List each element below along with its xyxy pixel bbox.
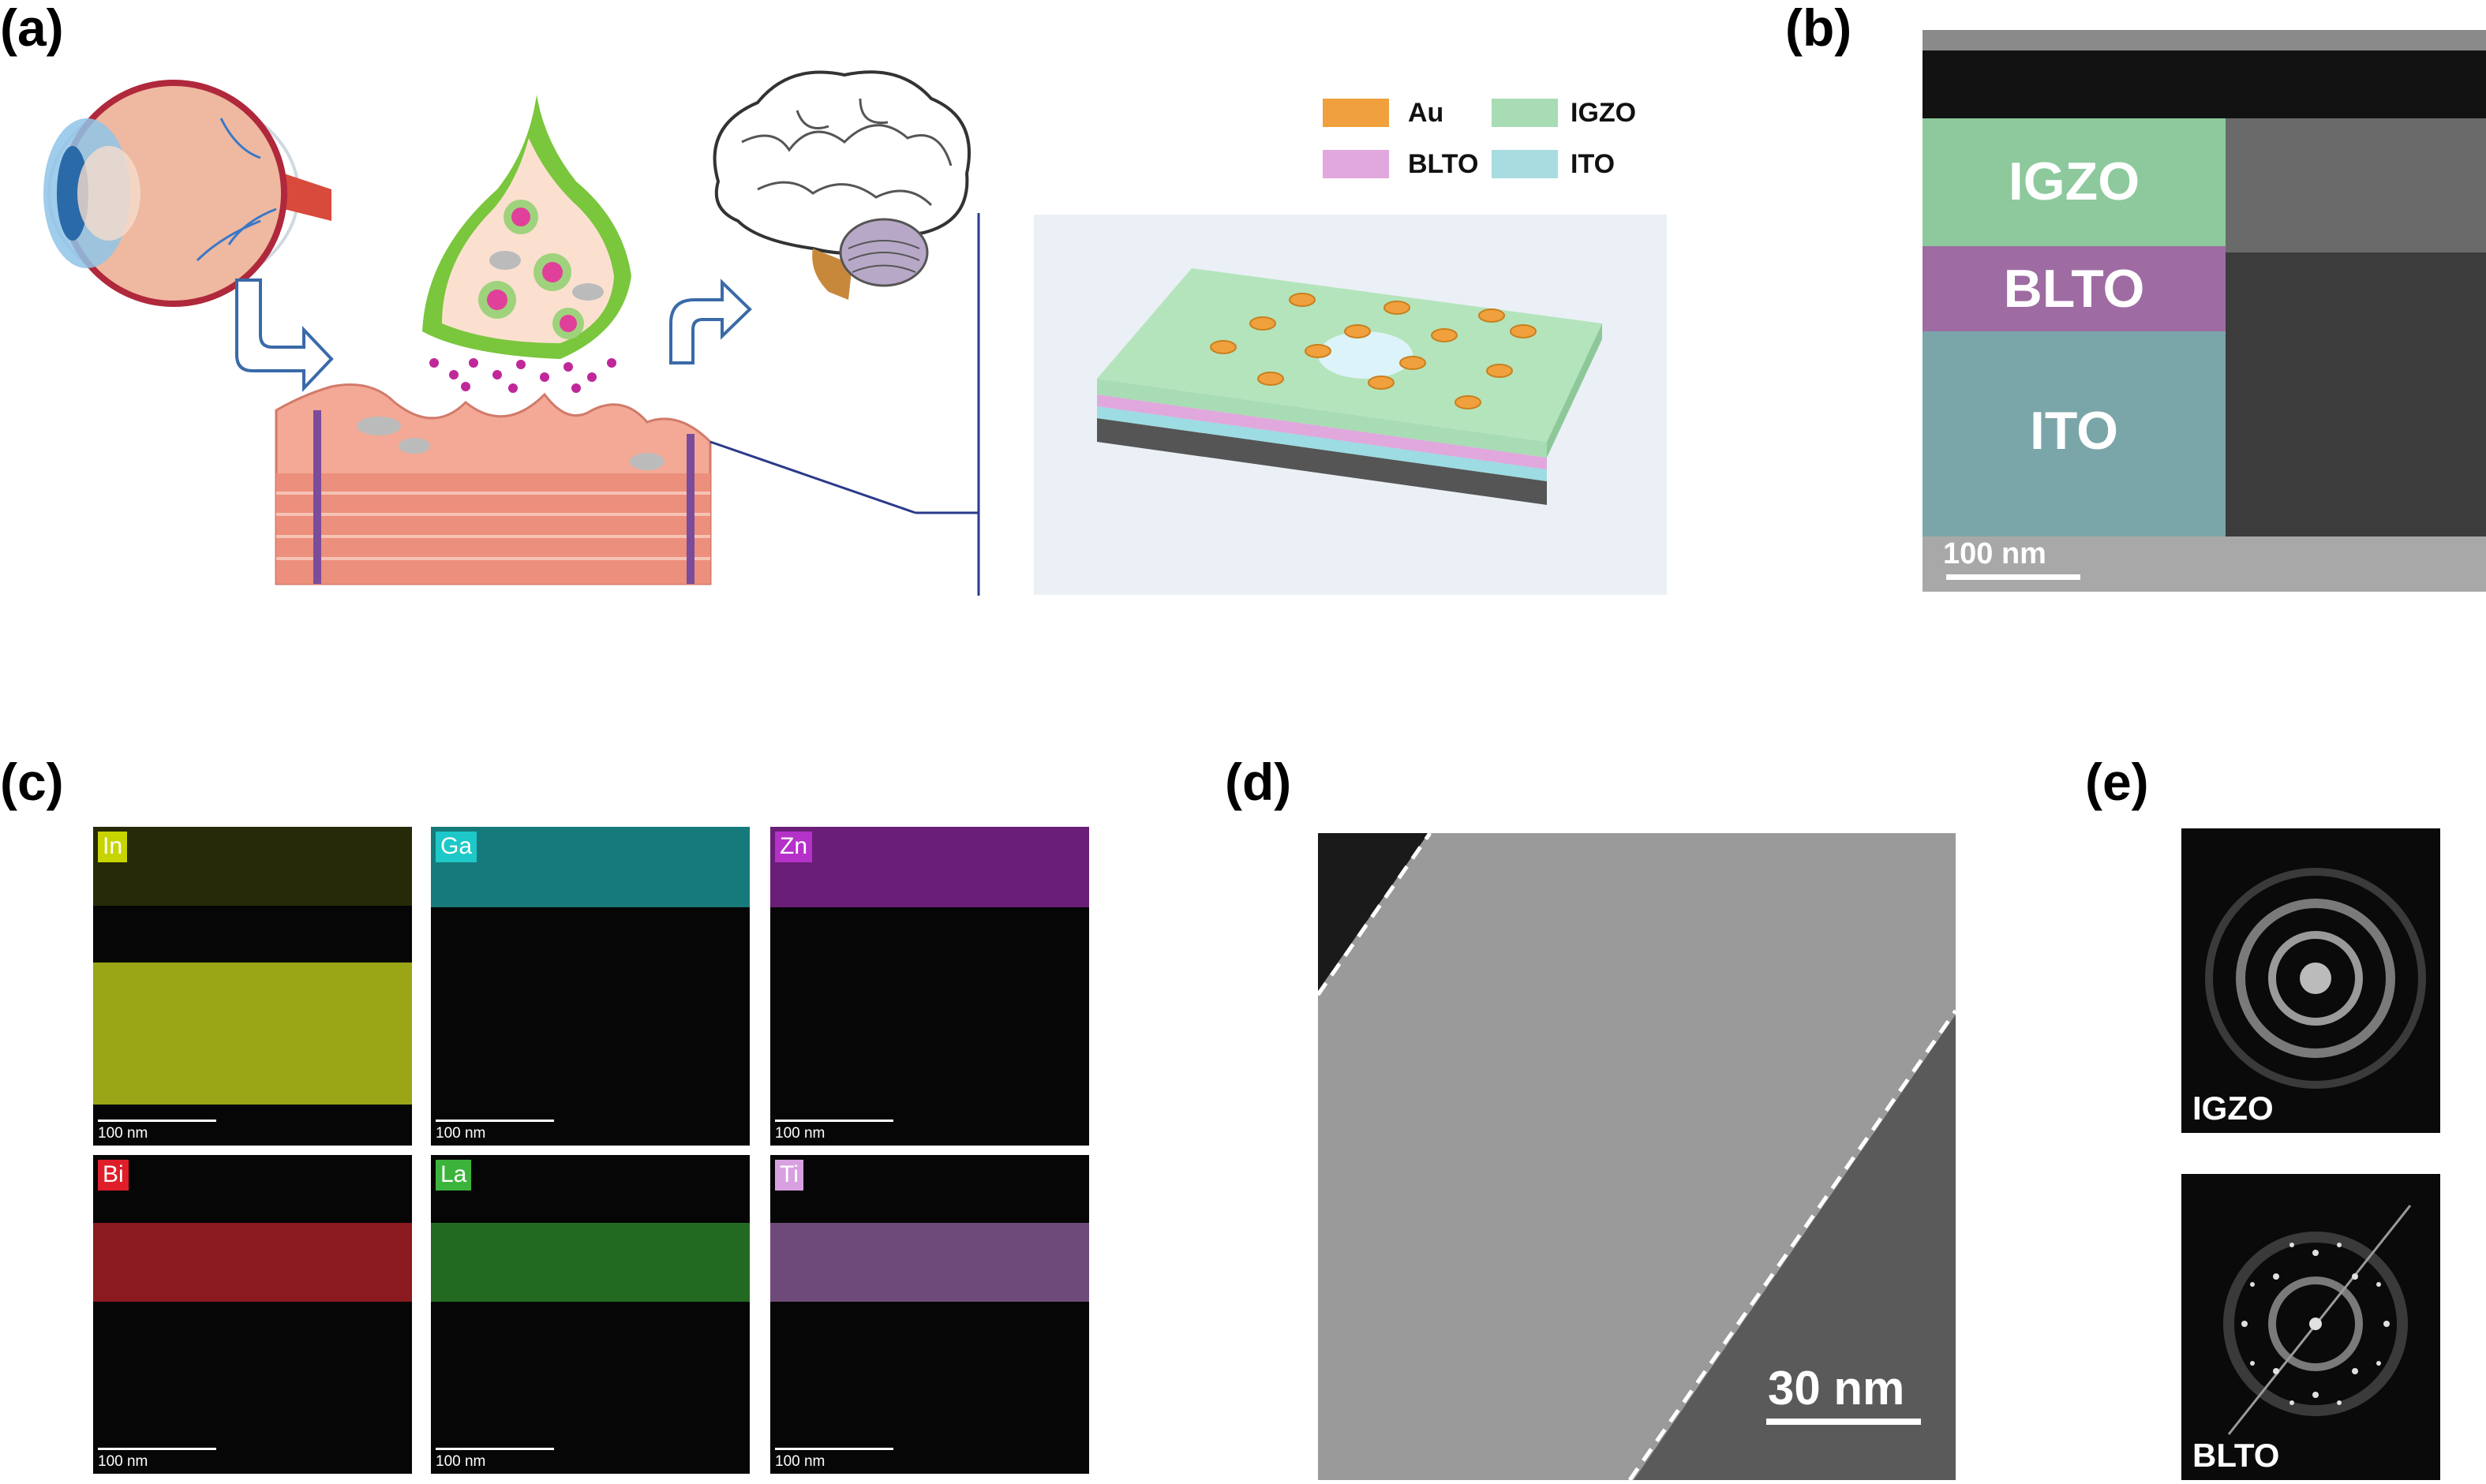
tem-layer-blto: BLTO [2003,259,2145,319]
eds-scale-ti: 100 nm [775,1453,826,1470]
fft-blto-pattern [2223,1205,2412,1435]
legend-label-blto: BLTO [1408,149,1479,179]
legend-swatch-blto [1323,150,1389,178]
hrtem-image: 30 nm [1318,833,1956,1480]
tem-blto-overlay [1923,246,2226,331]
eds-scalebar-ti [775,1448,893,1450]
hrtem-interface-lines [1318,833,1956,1480]
fft-igzo-label: IGZO [2192,1090,2274,1127]
brain-icon [713,70,971,300]
eds-map-zn: Zn 100 nm [770,827,1089,1146]
tem-igzo-overlay [1923,118,2226,246]
eds-label-ga: Ga [436,832,477,862]
fft-blto-label: BLTO [2192,1437,2280,1474]
eds-scale-bi: 100 nm [98,1453,148,1470]
eye-icon [43,80,331,307]
eds-label-la: La [436,1160,472,1191]
tem-scale-bar [1946,574,2080,580]
hrtem-scale-bar [1766,1419,1921,1425]
eds-map-la: La 100 nm [431,1155,750,1474]
connector-lines [709,213,980,596]
tem-cross-section-image: IGZO BLTO ITO 100 nm [1923,30,2486,592]
eds-label-in: In [98,832,128,862]
muscle-tissue [275,383,712,585]
tem-layer-igzo: IGZO [2008,151,2140,211]
legend-swatch-au [1323,99,1389,127]
arrow-up-right-icon [669,278,752,364]
eds-map-ti: Ti 100 nm [770,1155,1089,1474]
eds-label-bi: Bi [98,1160,129,1191]
fft-igzo: IGZO [2181,828,2440,1133]
eds-scalebar-bi [98,1448,216,1450]
panel-a-illustration [43,70,1667,596]
eds-scalebar-la [436,1448,554,1450]
panel-label-b: (b) [1785,0,1852,57]
legend-label-igzo: IGZO [1571,98,1637,128]
tem-layer-ito: ITO [2029,401,2119,461]
eds-label-zn: Zn [775,832,813,862]
eds-map-ga: Ga 100 nm [431,827,750,1146]
legend-label-ito: ITO [1571,149,1616,179]
eds-label-ti: Ti [775,1160,803,1191]
device-schematic [1034,215,1667,595]
eds-scale-in: 100 nm [98,1125,148,1142]
eds-map-bi: Bi 100 nm [93,1155,412,1474]
tem-scale-label: 100 nm [1943,537,2046,570]
fft-blto: BLTO [2181,1174,2440,1480]
panel-label-d: (d) [1225,753,1292,811]
fft-igzo-rings [2205,868,2426,1089]
synapse-terminal [422,95,631,393]
legend-swatch-ito [1492,150,1558,178]
tem-ito-overlay [1923,331,2226,536]
eds-scalebar-zn [775,1120,893,1122]
eds-scalebar-in [98,1120,216,1122]
eds-scale-ga: 100 nm [436,1125,486,1142]
hrtem-scale-label: 30 nm [1768,1362,1905,1415]
legend-label-au: Au [1408,98,1444,128]
eds-map-in: In 100 nm [93,827,412,1146]
legend-swatch-igzo [1492,99,1558,127]
panel-label-c: (c) [0,753,64,811]
eds-scalebar-ga [436,1120,554,1122]
panel-label-e: (e) [2085,753,2149,811]
panel-label-a: (a) [0,0,64,57]
eds-scale-zn: 100 nm [775,1125,826,1142]
arrow-down-right-icon [235,278,334,393]
eds-scale-la: 100 nm [436,1453,486,1470]
